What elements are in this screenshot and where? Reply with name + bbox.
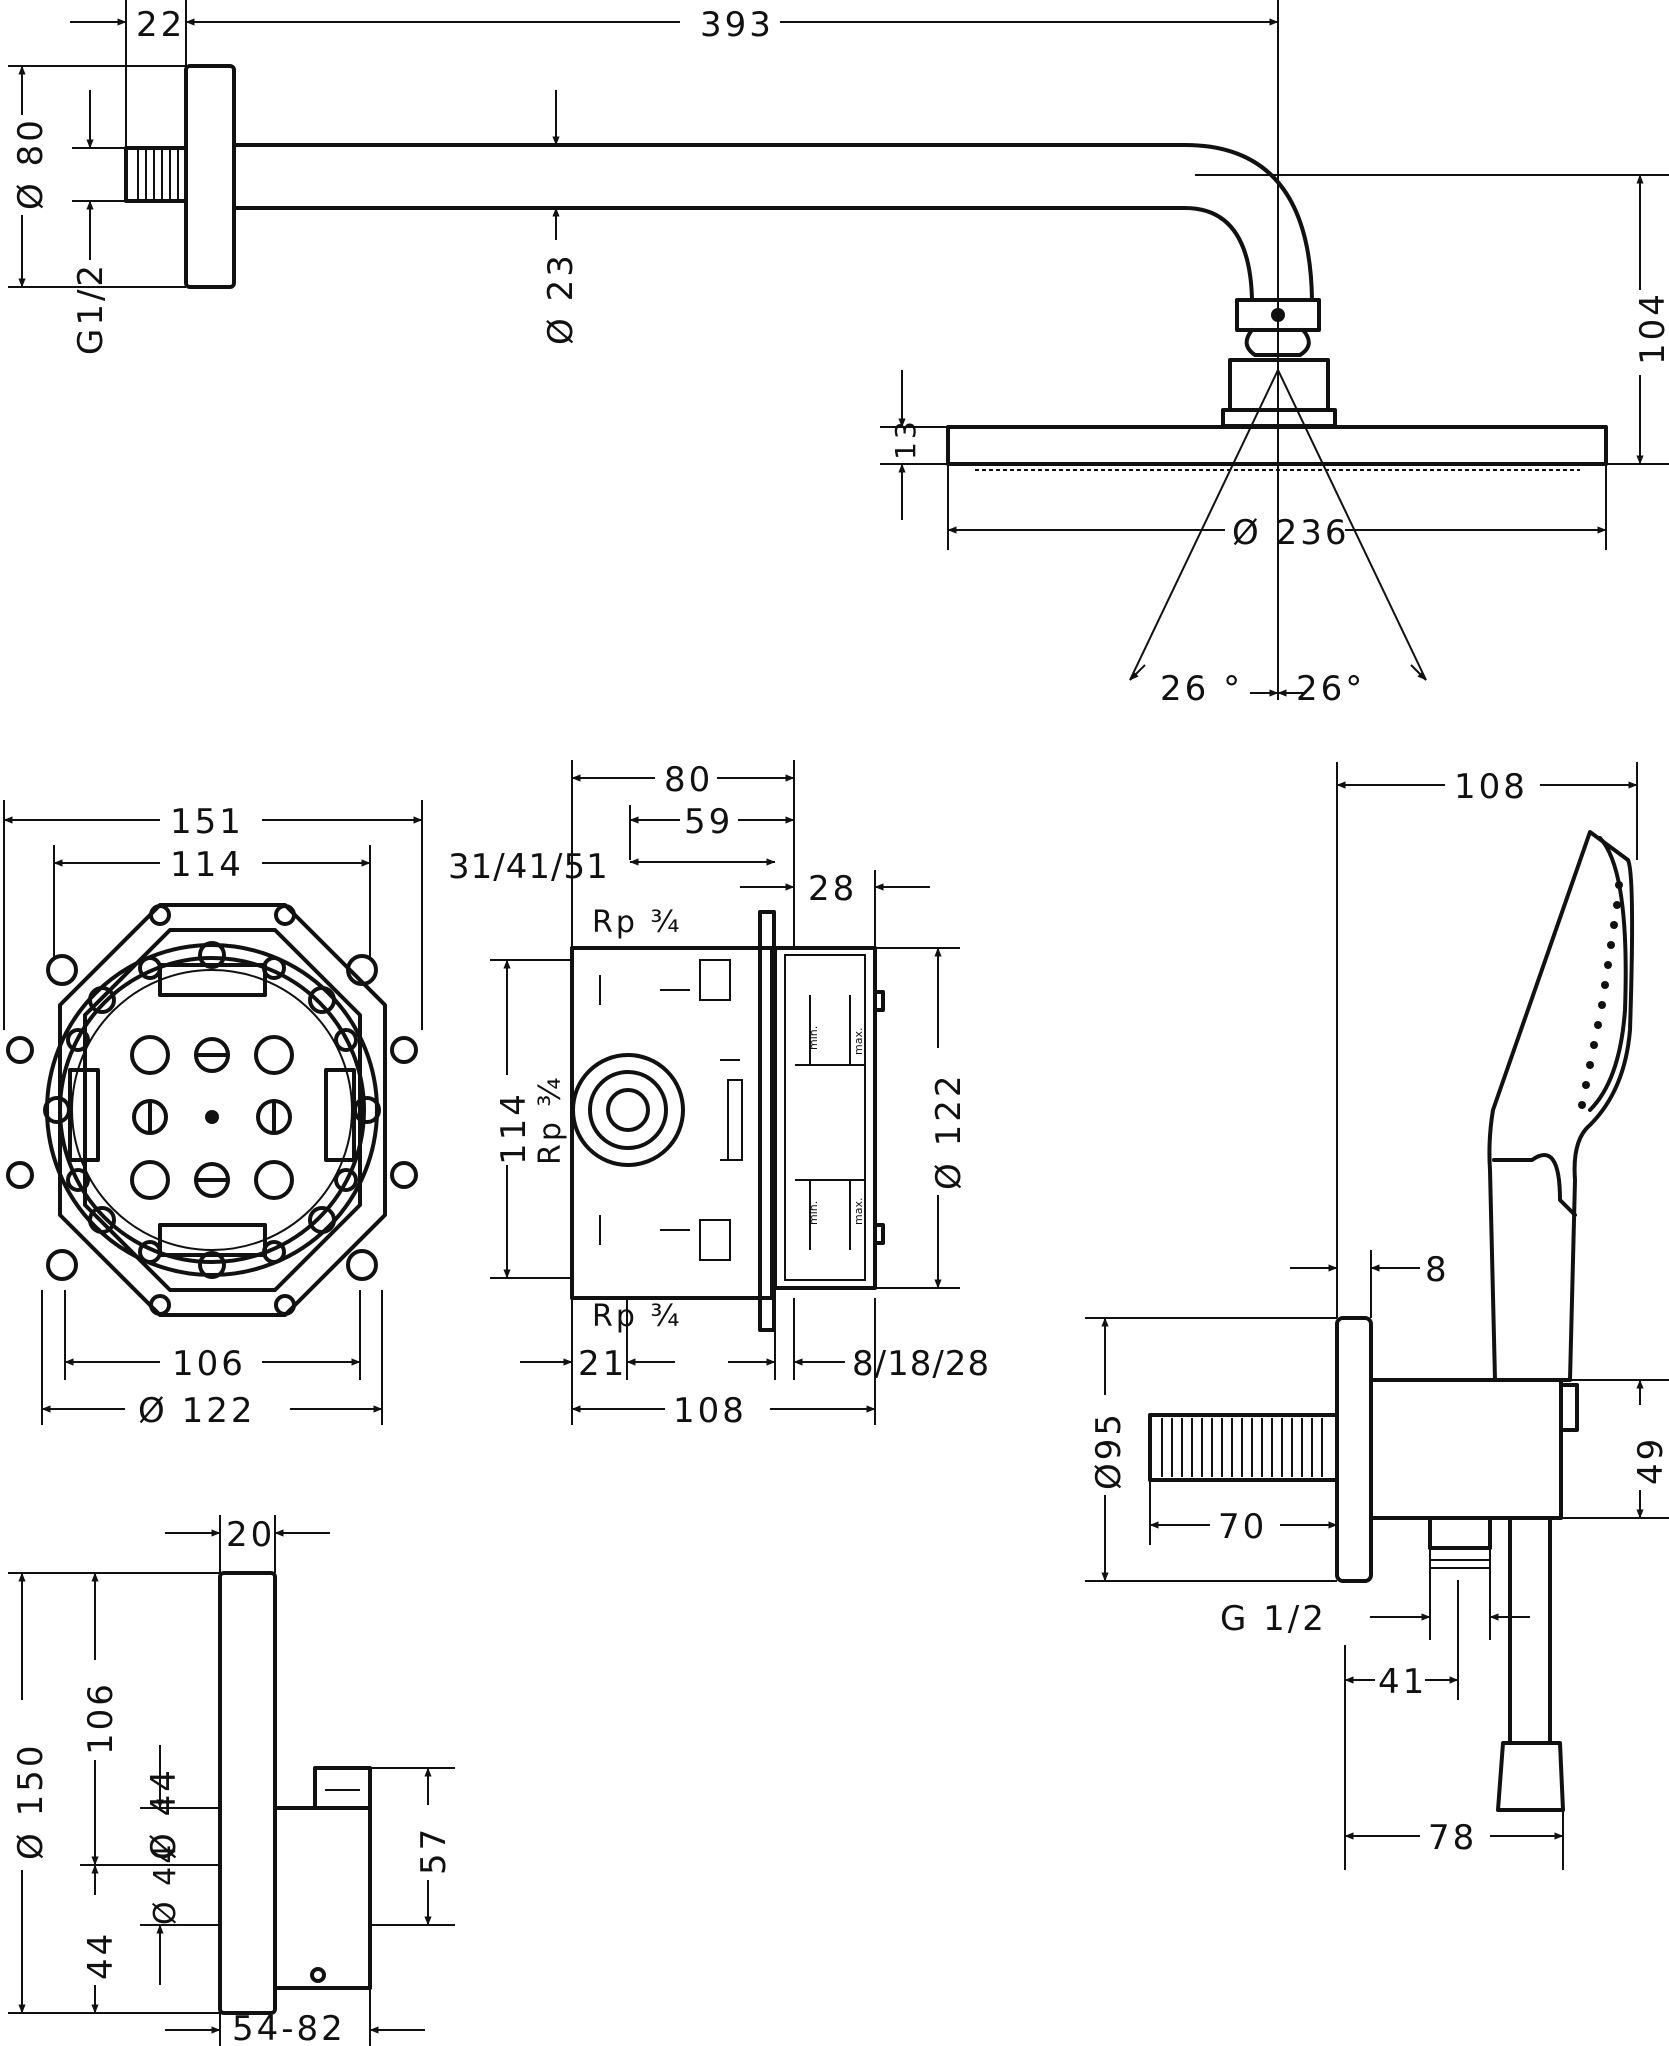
dim-ibox-depth-80: 80 (664, 760, 713, 800)
dim-ibox-height-114: 114 (494, 1091, 534, 1165)
shower-arm-dimensions: 22 393 Ø 80 G1/2 Ø 23 104 13 (8, 0, 1669, 709)
dim-ibox-hole-spacing: 114 (170, 845, 244, 885)
dim-trim-diameter-150: Ø 150 (11, 1743, 51, 1860)
wall-holder-flange (1335, 1316, 1373, 1583)
hose-outlet (1428, 1516, 1492, 1550)
wall-flange (184, 64, 236, 289)
dim-ibox-variants: 31/41/51 (448, 847, 609, 887)
dim-ibox-offset-21: 21 (578, 1344, 627, 1384)
connection-stub (1148, 1413, 1339, 1482)
dim-ibox-bottom-diameter: Ø 122 (138, 1391, 255, 1431)
dim-hand-flange-95: Ø95 (1089, 1411, 1129, 1490)
dim-thread-g12: G1/2 (71, 262, 111, 355)
label-port-top: Rp ¾ (592, 905, 683, 940)
dim-spray-angle-left: 26 ° (1160, 669, 1243, 709)
shower-arm (232, 143, 1314, 302)
gauge-max-top: max. (852, 1028, 865, 1055)
gauge-max-bottom: max. (852, 1198, 865, 1225)
dim-ibox-variants-bottom: 8/18/28 (852, 1344, 990, 1384)
hose-ferrule (1496, 1741, 1565, 1812)
label-port-side: Rp ¾ (533, 1074, 568, 1165)
dim-hand-thread: G 1/2 (1220, 1599, 1327, 1639)
dim-ibox-depth-108: 108 (673, 1391, 747, 1431)
dim-hand-stub-70: 70 (1218, 1507, 1267, 1547)
ibox-side-cover (773, 946, 877, 1290)
shower-arm-assembly (124, 0, 1608, 700)
trim-handle-knob (313, 1766, 372, 1810)
thread-hatching (137, 150, 179, 199)
dim-trim-thickness: 20 (226, 1515, 275, 1555)
dim-arm-diameter: Ø 23 (541, 252, 581, 345)
dim-hand-depth-41: 41 (1378, 1662, 1427, 1702)
trim-plate-dimensions: 20 Ø 150 106 44 Ø 44 Ø 44 57 54-82 (8, 1515, 455, 2046)
hand-shower-dimensions: 108 8 Ø95 49 70 G 1/2 41 (1085, 762, 1669, 1870)
dim-hand-depth-78: 78 (1428, 1818, 1477, 1858)
gauge-min-top: min. (807, 1026, 820, 1050)
dim-hand-total-depth: 108 (1454, 767, 1528, 807)
ibox-side-view: min. max. min. max. (570, 910, 885, 1332)
trim-plate-view (218, 1571, 372, 2015)
dim-ibox-diameter-122: Ø 122 (929, 1073, 969, 1190)
dim-trim-height-44: 44 (81, 1931, 121, 1980)
hand-shower-nozzles (1578, 881, 1623, 1109)
dim-flange-depth: 22 (136, 5, 185, 45)
threaded-connector (124, 146, 188, 203)
ibox-side-port (571, 1053, 685, 1167)
spray-angle-lines (1129, 0, 1427, 700)
wall-holder-body (1369, 1378, 1563, 1520)
ibox-front-dimensions: 151 114 106 Ø 122 (3, 800, 423, 1431)
dim-spray-angle-right: 26° (1296, 669, 1365, 709)
dim-ibox-offset-28: 28 (808, 869, 857, 909)
ibox-side-details (599, 959, 865, 1261)
dim-trim-projection: 54-82 (232, 2009, 346, 2046)
dim-trim-height-106: 106 (81, 1681, 121, 1755)
dim-hand-gap-8: 8 (1425, 1250, 1450, 1290)
dim-drop-height: 104 (1633, 291, 1669, 365)
dim-ibox-bottom-width: 106 (172, 1344, 246, 1384)
dim-ibox-depth-59: 59 (684, 802, 733, 842)
dim-ibox-width-151: 151 (170, 802, 244, 842)
dim-flange-diameter: Ø 80 (11, 117, 51, 210)
dim-arm-length: 393 (700, 5, 774, 45)
ibox-port-holes (130, 1035, 294, 1200)
dim-hand-height-49: 49 (1631, 1436, 1669, 1485)
hand-shower (1487, 830, 1635, 1382)
label-port-bottom: Rp ¾ (592, 1299, 683, 1334)
shower-hose (1508, 1516, 1552, 1745)
trim-handle-body (273, 1806, 372, 1990)
stub-thread (1161, 1418, 1323, 1477)
dim-trim-handle-57: 57 (414, 1826, 454, 1875)
dim-trim-diameter-44a: Ø 44 (144, 1767, 184, 1860)
dim-head-thickness: 13 (889, 418, 922, 460)
dim-trim-diameter-44b: Ø 44 (148, 1842, 183, 1925)
ibox-mounting-lugs (6, 904, 418, 1316)
hand-shower-view (1148, 830, 1635, 1812)
gauge-min-bottom: min. (807, 1201, 820, 1225)
dim-head-diameter: Ø 236 (1232, 513, 1349, 553)
ibox-side-dimensions: 80 59 31/41/51 28 Rp ¾ Rp ¾ 114 Rp ¾ Ø 1… (448, 760, 990, 1431)
trim-plate (218, 1571, 277, 2015)
ibox-front-view (6, 903, 418, 1317)
